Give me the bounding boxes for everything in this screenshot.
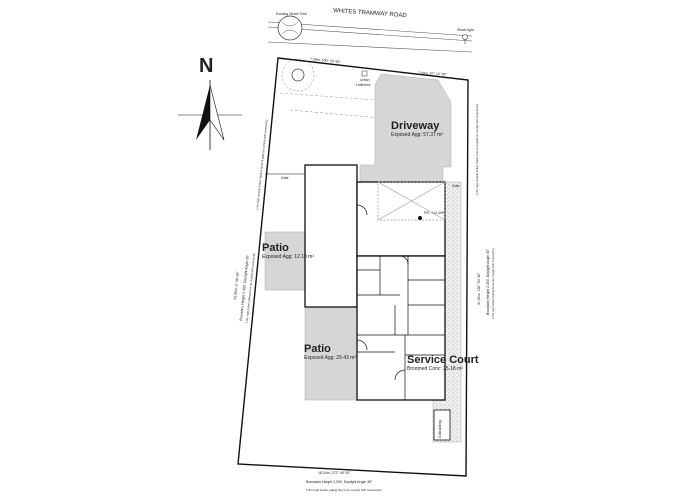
patio-left-title: Patio (262, 242, 289, 254)
bottom-fence: 1.8m high timber paling fence (to comply… (306, 488, 382, 492)
service-court-sub: Broomed Conc: 25.18 m² (407, 366, 463, 372)
left-dim: 33.06m, 6° 08' 00" (233, 270, 240, 300)
right-fence: 1.8m high timber paling fence (to comply… (491, 248, 495, 319)
left-fence: 1.8m high timber paling fence (to comply… (245, 253, 256, 324)
patio-left-sub: Exposed Agg: 12.10 m² (262, 254, 314, 260)
north-arrow-icon (196, 85, 210, 140)
patio-bottom-title: Patio (304, 343, 331, 355)
light-label: Street light (457, 28, 474, 32)
patio-bottom-sub: Exposed Agg: 29.43 m² (304, 355, 356, 361)
house (304, 164, 446, 401)
driveway-sub: Exposed Agg: 57.37 m² (391, 132, 443, 138)
top-right-dim: 7.69m, 97° 13' 00" (418, 71, 448, 77)
street-tree-icon (277, 15, 303, 41)
driveway-title: Driveway (391, 120, 440, 132)
left-height: Boundary Height 2,300, Daylight Angle 50… (239, 254, 250, 321)
street-light-icon (462, 34, 468, 40)
gate-left-label: Gate (281, 176, 289, 180)
road: WHITES TRAMWAY ROAD Existing Street Tree… (267, 8, 474, 53)
service-court-title: Service Court (407, 354, 479, 366)
north-label: N (199, 55, 213, 77)
patio-left-area (264, 231, 308, 291)
bottom-height: Boundary Height 2,300, Daylight Angle 35… (306, 480, 373, 484)
datum-marker-icon (418, 216, 422, 220)
right-height: Boundary Height 2,300, Daylight Angle 50… (486, 248, 490, 315)
letterbox-label: Urban (360, 78, 370, 82)
road-name: WHITES TRAMWAY ROAD (333, 8, 408, 19)
bottom-dim: 18.24m, 272° 49' 00" (318, 471, 351, 475)
interior-walls (356, 181, 446, 400)
outbuilding-label: Outbuilding (438, 420, 442, 438)
letterbox-icon (361, 70, 368, 77)
patio-bottom-area (304, 306, 358, 401)
right-gate-fence: 1.8m high vertical timber battens fence … (475, 104, 479, 195)
outbuilding (433, 409, 451, 441)
ffl-label: FFL +12,495 (424, 211, 444, 215)
gate-right-label: Gate (452, 184, 460, 188)
top-left-dim: 7.69m, 100° 33' 00" (310, 57, 342, 64)
letterbox-label2: Letterbox (356, 83, 371, 87)
tree-label: Existing Street Tree (276, 12, 307, 16)
north-arrow: N (178, 55, 242, 150)
right-dim: 31.60m, 180° 54' 40" (477, 272, 481, 305)
